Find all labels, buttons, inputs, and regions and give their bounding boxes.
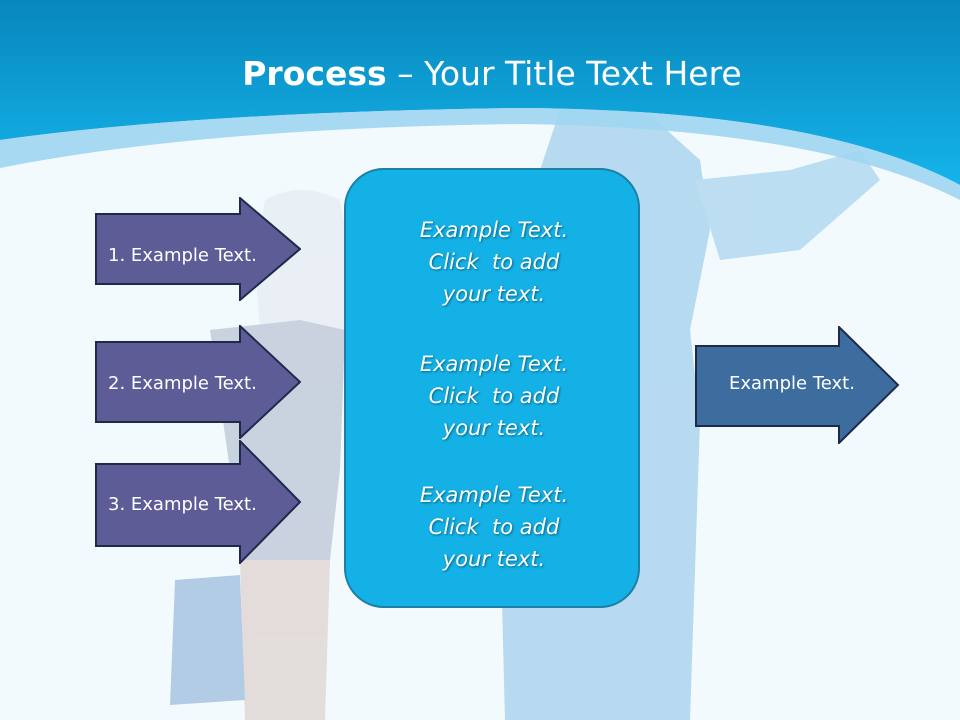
center-paragraph-3-line-2: Click to add [428,515,560,539]
header-wave-light [0,108,960,200]
slide-title[interactable]: Process – Your Title Text Here [0,52,960,96]
center-paragraph-1: Example Text. Click to add your text. [346,214,642,310]
title-bold: Process [242,54,387,93]
right-arrow[interactable] [695,326,900,444]
center-paragraph-3: Example Text. Click to add your text. [346,479,642,575]
title-rest: – Your Title Text Here [386,54,742,93]
center-paragraph-3-line-1: Example Text. [419,483,569,507]
header-band [0,0,960,185]
left-arrow-1-label: 1. Example Text. [108,245,257,266]
right-arrow-label: Example Text. [729,373,855,394]
center-paragraph-1-line-1: Example Text. [419,218,569,242]
left-arrow-1[interactable] [95,197,301,301]
center-paragraph-1-line-3: your text. [442,282,546,306]
left-arrow-2[interactable] [95,325,301,439]
center-paragraph-2-line-3: your text. [442,416,546,440]
left-arrow-2-label: 2. Example Text. [108,373,257,394]
center-paragraph-1-line-2: Click to add [428,250,560,274]
center-paragraph-2-line-2: Click to add [428,384,560,408]
left-arrow-3[interactable] [95,440,301,564]
center-paragraph-2-line-1: Example Text. [419,352,569,376]
center-paragraph-3-line-3: your text. [442,547,546,571]
left-arrow-3-label: 3. Example Text. [108,494,257,515]
center-paragraph-2: Example Text. Click to add your text. [346,348,642,444]
center-text-box[interactable]: Example Text. Click to add your text. Ex… [344,168,640,608]
